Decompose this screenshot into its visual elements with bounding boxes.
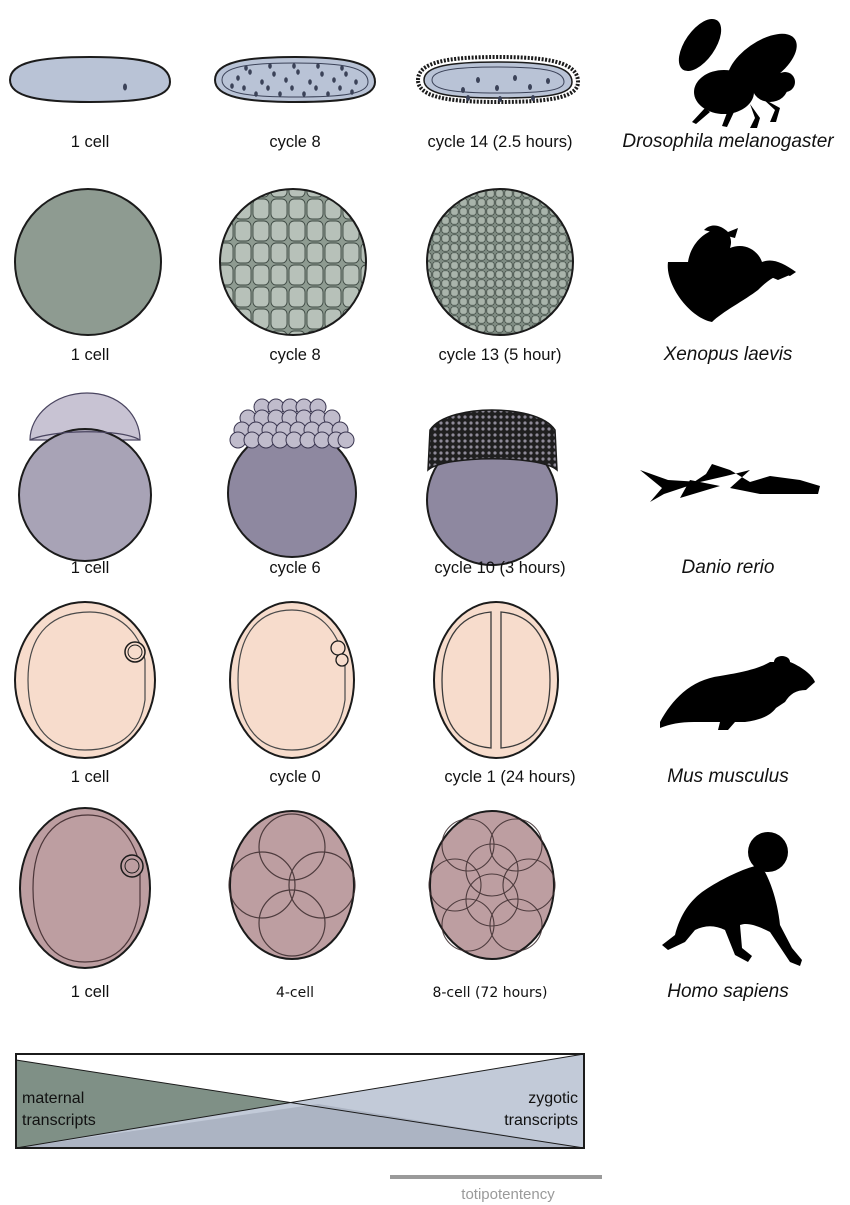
stage-label: cycle 1 (24 hours) [444,768,575,786]
stage-label: cycle 8 [269,133,320,151]
stage-label: 1 cell [71,559,110,577]
nucleus [292,63,296,69]
species-name: Mus musculus [667,766,789,787]
drosophila-row: 1 cell cycle 8 cycle 14 (2.5 hours) Dros… [10,12,834,152]
mouse-embryo-1cell [15,602,155,758]
human-embryo-8cell [429,811,555,959]
frog-icon [668,226,796,322]
nucleus [326,91,330,97]
human-embryo-4cell [229,811,355,959]
nucleus [248,69,252,75]
fish-embryo-cycle10 [427,410,557,565]
fly-embryo-cycle14 [418,57,578,102]
species-name: Danio rerio [682,557,775,578]
nucleus [320,71,324,77]
stage-label: cycle 10 (3 hours) [434,559,565,577]
frog-embryo-cycle8 [215,185,375,345]
frog-embryo-1cell [15,189,161,335]
xenopus-row: 1 cell cycle 8 cycle 13 (5 hour) Xenopus… [15,185,796,365]
zygotic-label: zygotic [528,1090,578,1107]
nucleus [260,79,264,85]
totipotency-bar [390,1175,602,1179]
totipotency-indicator: totipotentency [390,1175,602,1203]
nucleus [254,91,258,97]
stage-label: cycle 8 [269,346,320,364]
mouse-embryo-cycle1 [434,602,558,758]
totipotency-label: totipotentency [461,1186,555,1203]
nucleus [290,85,294,91]
nucleus [340,65,344,71]
nucleus [308,79,312,85]
stage-label: 8-cell (72 hours) [432,985,547,1001]
nucleus [284,77,288,83]
frog-embryo-cycle13 [420,185,580,345]
fish-embryo-cycle6 [228,399,356,557]
blastomere [338,432,354,448]
nucleus [236,75,240,81]
transcript-gradient: maternal transcripts zygotic transcripts [16,1054,584,1148]
nucleus [242,85,246,91]
nucleus [268,63,272,69]
nucleus [316,63,320,69]
human-embryo-1cell [20,808,150,968]
maternal-label: transcripts [22,1112,96,1129]
mus-row: 1 cell cycle 0 cycle 1 (24 hours) Mus mu… [15,602,815,787]
nucleus [296,69,300,75]
nucleus [244,65,248,71]
species-name: Drosophila melanogaster [622,131,834,152]
nucleus [354,79,358,85]
fish-embryo-1cell [19,393,151,561]
zygotic-label: transcripts [504,1112,578,1129]
mouse-embryo-cycle0 [230,602,354,758]
baby-icon [662,832,802,966]
nucleus [266,85,270,91]
fish-icon [640,464,820,502]
fly-embryo-cycle8 [215,57,375,102]
homo-row: 1 cell 4-cell 8-cell (72 hours) Homo sap… [20,808,802,1002]
nucleus [344,71,348,77]
nucleus [332,77,336,83]
nucleus [272,71,276,77]
stage-label: cycle 0 [269,768,320,786]
maternal-label: maternal [22,1090,84,1107]
nucleus [350,89,354,95]
stage-label: cycle 14 (2.5 hours) [428,133,573,151]
mouse-icon [660,656,815,730]
nucleus [230,83,234,89]
nucleus [314,85,318,91]
danio-row: 1 cell cycle 6 cycle 10 (3 hours) Danio … [19,393,820,578]
stage-label: cycle 6 [269,559,320,577]
nucleus [278,91,282,97]
species-name: Homo sapiens [667,981,789,1002]
nucleus [338,85,342,91]
stage-label: 4-cell [276,985,314,1001]
stage-label: 1 cell [71,133,110,151]
fly-embryo-1cell [10,57,170,102]
stage-label: cycle 13 (5 hour) [439,346,562,364]
species-name: Xenopus laevis [663,344,793,365]
stage-label: 1 cell [71,346,110,364]
blastomeres [230,399,354,448]
stage-label: 1 cell [71,768,110,786]
fly-icon [671,12,807,128]
nucleus [302,91,306,97]
stage-label: 1 cell [71,983,110,1001]
